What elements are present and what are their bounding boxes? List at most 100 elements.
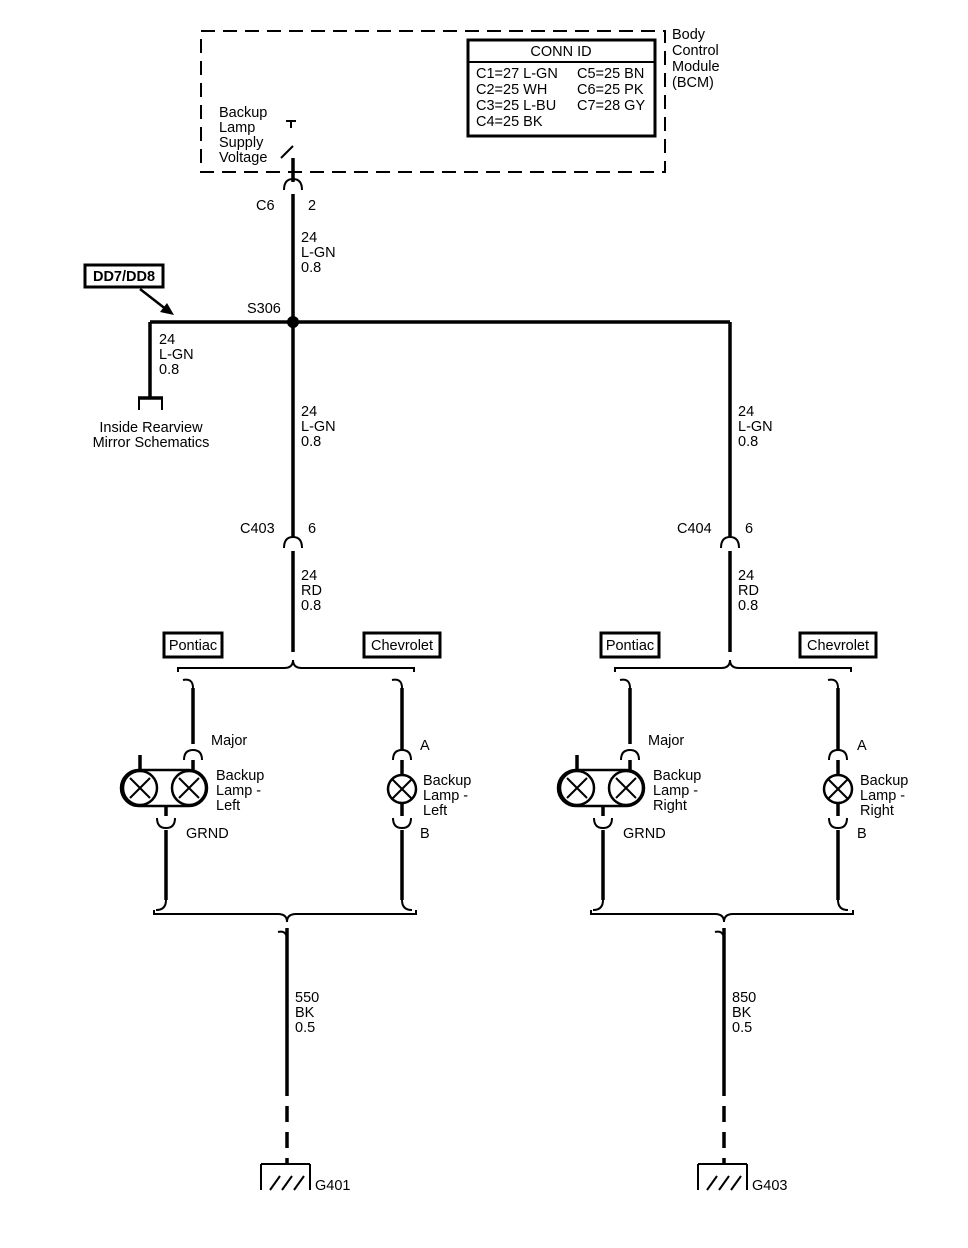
svg-text:Backup: Backup — [219, 105, 267, 121]
svg-text:0.8: 0.8 — [738, 434, 758, 450]
svg-text:0.8: 0.8 — [159, 362, 179, 378]
connector-c403 — [283, 535, 303, 549]
left-pontiac-box: Pontiac — [162, 631, 224, 659]
bcm-name: Body Control Module (BCM) — [672, 27, 720, 91]
ground-g403-label: G403 — [752, 1178, 787, 1194]
connector-c404-name: C404 — [677, 521, 712, 537]
wire-mirror-label: 24 L-GN 0.8 — [159, 332, 194, 378]
right-a-label: A — [857, 738, 867, 754]
svg-text:Backup: Backup — [216, 768, 264, 784]
right-lamp-label: Backup Lamp - Right — [653, 768, 701, 814]
conn-id-c7: C7=28 GY — [577, 98, 645, 114]
svg-text:RD: RD — [738, 583, 759, 599]
svg-text:BK: BK — [732, 1005, 752, 1021]
conn-id-c1: C1=27 L-GN — [476, 66, 558, 82]
backup-lamp-switch — [280, 120, 296, 172]
svg-text:0.5: 0.5 — [732, 1020, 752, 1036]
svg-text:Backup: Backup — [860, 773, 908, 789]
svg-text:Lamp -: Lamp - — [423, 788, 468, 804]
svg-text:Left: Left — [216, 798, 240, 814]
svg-text:Backup: Backup — [653, 768, 701, 784]
right-top-brace — [614, 659, 852, 672]
svg-text:Module: Module — [672, 59, 720, 75]
conn-id-c3: C3=25 L-BU — [476, 98, 556, 114]
bcm-module-box — [200, 30, 666, 173]
svg-text:Pontiac: Pontiac — [606, 638, 654, 654]
svg-text:Right: Right — [653, 798, 687, 814]
conn-id-c6: C6=25 PK — [577, 82, 644, 98]
left-bottom-brace — [153, 910, 417, 923]
svg-text:24: 24 — [738, 568, 754, 584]
connector-c6-pin: 2 — [308, 198, 316, 214]
left-major-connector — [183, 748, 203, 761]
svg-text:Voltage: Voltage — [219, 150, 267, 166]
svg-text:0.8: 0.8 — [301, 434, 321, 450]
switch-label: Backup Lamp Supply Voltage — [219, 105, 267, 166]
mirror-schematics-ref: Inside Rearview Mirror Schematics — [93, 420, 210, 451]
ground-g401-label: G401 — [315, 1178, 350, 1194]
svg-text:0.8: 0.8 — [301, 598, 321, 614]
left-lamp-label: Backup Lamp - Left — [216, 768, 264, 814]
svg-text:L-GN: L-GN — [159, 347, 194, 363]
svg-text:850: 850 — [732, 990, 756, 1006]
svg-text:550: 550 — [295, 990, 319, 1006]
svg-text:24: 24 — [159, 332, 175, 348]
left-top-brace — [177, 659, 415, 672]
svg-text:24: 24 — [738, 404, 754, 420]
left-pontiac-lamp — [119, 755, 209, 808]
svg-text:Right: Right — [860, 803, 894, 819]
svg-text:Supply: Supply — [219, 135, 264, 151]
wire-right-rd-label: 24 RD 0.8 — [738, 568, 759, 614]
wire-left-rd-label: 24 RD 0.8 — [301, 568, 322, 614]
right-pontiac-box: Pontiac — [599, 631, 661, 659]
splice-s306-label: S306 — [247, 301, 281, 317]
left-grnd-connector — [156, 817, 176, 830]
left-grnd-label: GRND — [186, 826, 229, 842]
ref-dd7-dd8: DD7/DD8 — [83, 263, 165, 289]
svg-text:DD7/DD8: DD7/DD8 — [93, 269, 155, 285]
svg-text:0.8: 0.8 — [738, 598, 758, 614]
right-grnd-label: GRND — [623, 826, 666, 842]
svg-text:Backup: Backup — [423, 773, 471, 789]
left-chevrolet-lamp-label: Backup Lamp - Left — [423, 773, 471, 819]
connector-c403-pin: 6 — [308, 521, 316, 537]
left-chevrolet-lamp — [386, 773, 418, 805]
svg-text:RD: RD — [301, 583, 322, 599]
ref-arrow — [139, 288, 174, 315]
right-a-connector — [828, 748, 848, 761]
wire-right-ground-label: 850 BK 0.5 — [732, 990, 756, 1036]
wire-right-trunk-label: 24 L-GN 0.8 — [738, 404, 773, 450]
svg-text:Lamp: Lamp — [219, 120, 255, 136]
mirror-connector — [138, 396, 163, 410]
connector-c6-name: C6 — [256, 198, 275, 214]
svg-text:24: 24 — [301, 230, 317, 246]
svg-text:Control: Control — [672, 43, 719, 59]
svg-text:(BCM): (BCM) — [672, 75, 714, 91]
conn-id-header: CONN ID — [530, 44, 591, 60]
right-grnd-connector — [593, 817, 613, 830]
right-major-label: Major — [648, 733, 684, 749]
svg-text:24: 24 — [301, 404, 317, 420]
left-b-connector — [392, 817, 412, 830]
left-major-label: Major — [211, 733, 247, 749]
svg-text:L-GN: L-GN — [738, 419, 773, 435]
svg-text:L-GN: L-GN — [301, 245, 336, 261]
right-major-connector — [620, 748, 640, 761]
svg-text:0.5: 0.5 — [295, 1020, 315, 1036]
right-chevrolet-box: Chevrolet — [798, 631, 878, 659]
right-chevrolet-lamp — [822, 773, 854, 805]
ground-g401-symbol — [260, 1160, 311, 1191]
connector-c403-name: C403 — [240, 521, 275, 537]
svg-text:Lamp -: Lamp - — [860, 788, 905, 804]
svg-text:Chevrolet: Chevrolet — [807, 638, 869, 654]
left-chevrolet-box: Chevrolet — [362, 631, 442, 659]
svg-text:Chevrolet: Chevrolet — [371, 638, 433, 654]
svg-text:Body: Body — [672, 27, 706, 43]
conn-id-c2: C2=25 WH — [476, 82, 547, 98]
conn-id-c4: C4=25 BK — [476, 114, 543, 130]
right-bottom-brace — [590, 910, 854, 923]
conn-id-c5: C5=25 BN — [577, 66, 644, 82]
svg-text:24: 24 — [301, 568, 317, 584]
svg-text:Lamp -: Lamp - — [653, 783, 698, 799]
